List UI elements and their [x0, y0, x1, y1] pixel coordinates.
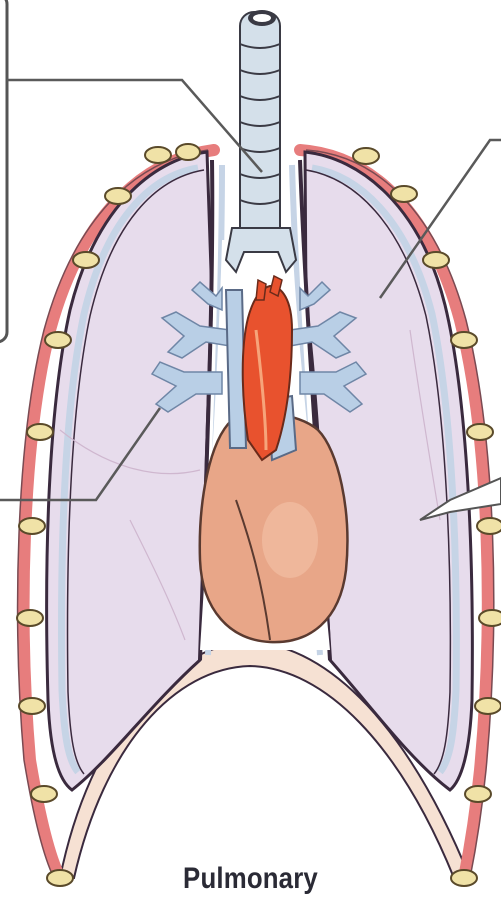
rib-icon — [73, 252, 99, 268]
rib-icon — [451, 332, 477, 348]
rib-icon — [145, 147, 171, 163]
figure-caption: Pulmonary — [35, 862, 466, 896]
rib-icon — [105, 188, 131, 204]
rib-icon — [27, 424, 53, 440]
rib-icon — [465, 786, 491, 802]
rib-icon — [19, 698, 45, 714]
label-box-top-left — [0, 0, 7, 342]
rib-icon — [475, 698, 501, 714]
rib-icon — [31, 786, 57, 802]
rib-icon — [17, 610, 43, 626]
rib-icon — [467, 424, 493, 440]
rib-icon — [477, 518, 501, 534]
rib-icon — [391, 186, 417, 202]
rib-icon — [176, 144, 200, 160]
rib-icon — [19, 518, 45, 534]
rib-icon — [479, 610, 501, 626]
rib-icon — [423, 252, 449, 268]
leader-line-trachea — [7, 80, 262, 172]
rib-icon — [353, 148, 379, 164]
rib-icon — [45, 332, 71, 348]
